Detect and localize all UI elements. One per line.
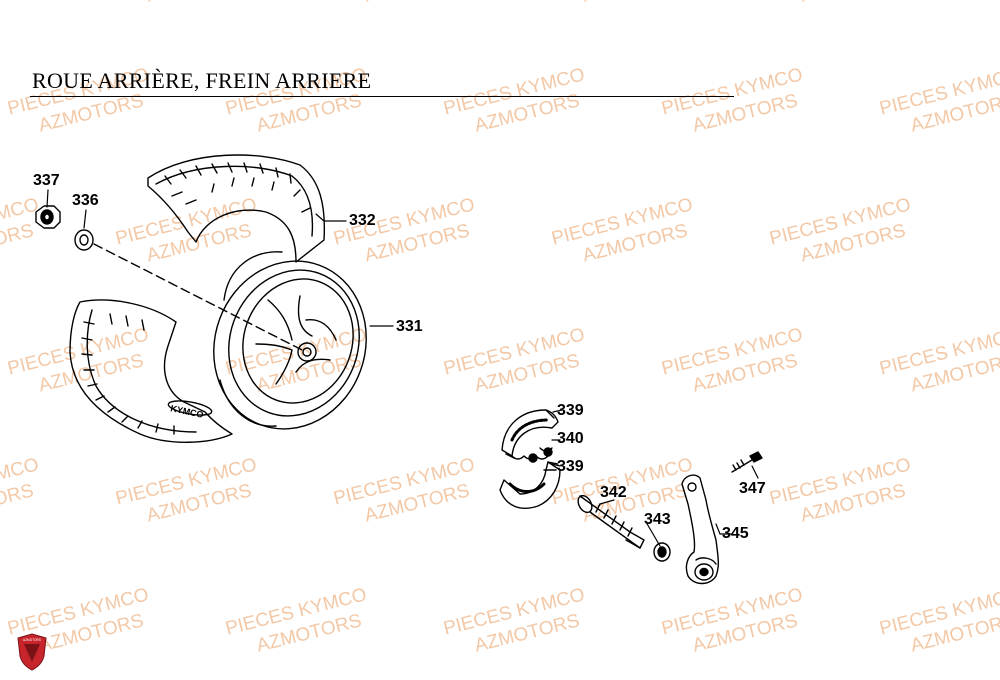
arm-bolt xyxy=(731,451,763,473)
leader-lines xyxy=(46,189,759,547)
callout-340: 340 xyxy=(557,430,584,447)
callout-332: 332 xyxy=(349,212,376,229)
page-title: ROUE ARRIÈRE, FREIN ARRIERE xyxy=(32,68,372,93)
callout-347: 347 xyxy=(739,480,766,497)
brake-cam xyxy=(577,494,645,549)
azmotors-logo: AZMOTORS xyxy=(17,633,47,671)
tire-lower-half xyxy=(69,299,233,443)
axle-washer xyxy=(74,229,94,251)
axle-nut xyxy=(35,205,61,229)
callout-345: 345 xyxy=(722,525,749,542)
callout-342: 342 xyxy=(600,484,627,501)
tire-brand-text: KYMCO xyxy=(170,403,205,420)
callout-337: 337 xyxy=(33,172,60,189)
title-underline xyxy=(30,96,734,97)
callout-336: 336 xyxy=(72,192,99,209)
callout-343: 343 xyxy=(644,511,671,528)
wheel-rim xyxy=(213,251,367,430)
callout-331: 331 xyxy=(396,318,423,335)
tire-upper-half xyxy=(147,154,326,263)
brake-spring xyxy=(511,447,553,463)
callout-339-lower: 339 xyxy=(557,458,584,475)
brake-shoe-lower xyxy=(499,461,561,509)
cam-seal xyxy=(653,542,671,562)
axle-line xyxy=(93,243,307,353)
brake-shoe-upper xyxy=(501,409,559,459)
logo-text: AZMOTORS xyxy=(23,638,41,642)
brake-arm xyxy=(681,474,719,585)
callout-339-upper: 339 xyxy=(557,402,584,419)
